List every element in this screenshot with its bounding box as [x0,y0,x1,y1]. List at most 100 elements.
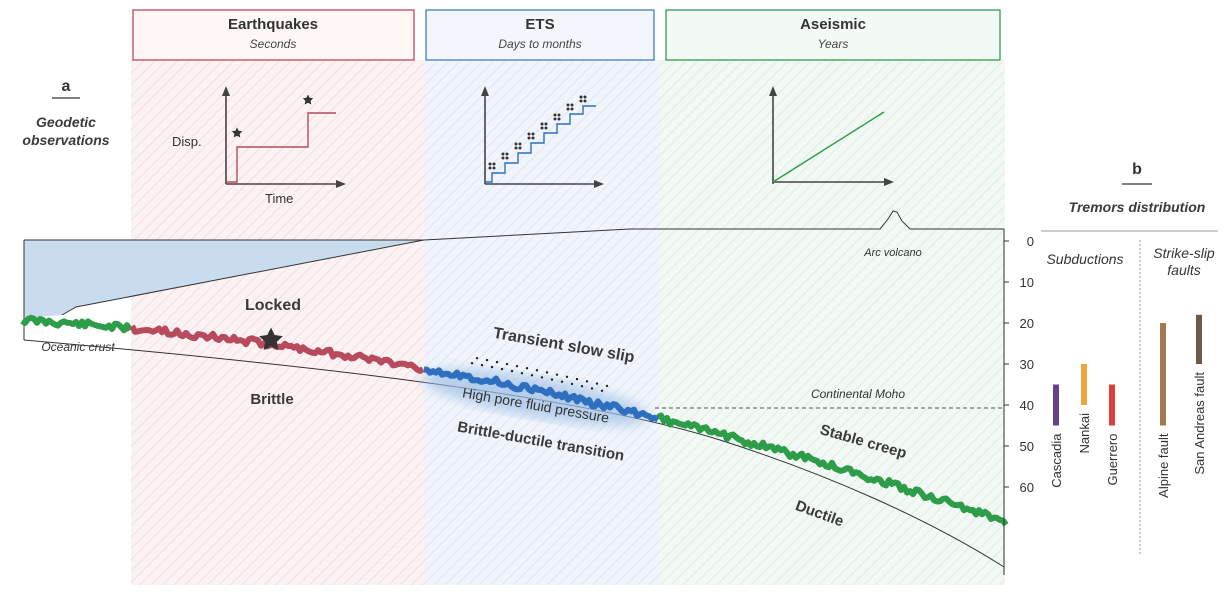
tremor-dot [550,378,554,381]
tremor-dot [505,156,509,160]
transient-slip-segment [423,366,660,423]
tremor-dot [595,382,599,385]
tremor-dot [555,373,559,376]
ets-column [424,60,660,585]
earthquake-star-icon [231,127,243,138]
tremor-dot [530,374,534,377]
panel-a-heading-line1: Geodetic [36,114,96,130]
earthquakes-title: Earthquakes [228,16,318,33]
tremor-dot [600,389,604,392]
tremor-dot [566,103,570,107]
tremor-dot [553,117,557,121]
panel-a-letter: a [62,78,71,95]
locked-earthquake-star-icon [259,327,283,351]
panel-b-letter: b [1132,161,1142,178]
tremor-bar-nankai [1081,364,1087,405]
tremor-dot [565,375,569,379]
tremor-dot [535,369,539,372]
tremor-bar-label: Cascadia [1049,433,1064,488]
tremor-dot [495,360,499,364]
tremor-dot [492,166,496,170]
tremor-dot [505,362,509,366]
mini-plot-ylabel: Disp. [172,134,202,149]
tremor-dot [488,162,492,166]
tremor-dot [605,384,609,388]
depth-tick-label: 60 [1020,480,1034,495]
creep-segment-shallow [20,314,133,334]
panel-b: b Tremors distribution Subductions Strik… [1041,161,1218,555]
tremor-dot [475,356,479,360]
tremor-dot [501,156,505,160]
tremor-dot [514,142,518,146]
tremor-dot [518,146,522,150]
depth-tick-label: 50 [1020,439,1034,454]
tremor-bar-label: Guerrero [1105,434,1120,486]
tremor-dot [544,126,548,130]
tremor-bar-label: Alpine fault [1156,433,1171,498]
ets-displacement-plot [481,86,604,188]
tremor-bar-guerrero [1109,384,1115,426]
aseismic-header-box [665,9,1001,61]
tremor-dot [545,371,549,374]
tremor-bar-cascadia [1053,384,1059,426]
tremor-dot [525,367,529,370]
tremor-dot [590,387,594,390]
earthquakes-header-box [132,9,415,61]
continental-moho-label: Continental Moho [811,387,905,401]
tremor-dot [527,136,531,140]
tremor-dot [557,113,561,117]
tremor-dot [570,103,574,107]
tremor-dot [557,117,561,121]
creep-segment-deep [656,412,1009,527]
tremor-dot [553,113,557,117]
tremor-dot [520,371,524,375]
tremor-dot [540,126,544,130]
panel-b-heading: Tremors distribution [1069,199,1206,215]
tremor-dot [485,358,489,362]
panel-a-label: a Geodetic observations [22,78,109,148]
regime-headers: Earthquakes Seconds ETS Days to months A… [132,9,1001,61]
regime-backgrounds [131,60,1005,585]
ocean-water [24,240,424,318]
tremor-bar-alpine-fault [1160,323,1166,426]
oceanic-crust-label: Oceanic crust [41,340,115,354]
mini-plot-xlabel: Time [265,191,293,206]
earthquakes-displacement-plot: Disp. Time [172,86,346,206]
tremor-dot [570,382,574,386]
strikeslip-group-label-2: faults [1167,262,1200,278]
tremor-bar-label: Nankai [1077,413,1092,454]
tremor-dot [580,385,584,388]
tremor-bar-san-andreas-fault [1196,314,1202,364]
ets-header-box [425,9,655,61]
depth-tick-label: 40 [1020,398,1034,413]
ets-title: ETS [525,16,554,33]
tremor-dot [514,146,518,150]
aseismic-subtitle: Years [818,37,849,51]
tremor-dot [579,95,583,99]
tremor-dot [515,364,519,368]
earthquake-star-icon [302,94,314,105]
tremor-dot [544,122,548,126]
locked-label: Locked [245,297,301,314]
tremor-dot [585,380,589,383]
tremor-dot [583,95,587,99]
aseismic-title: Aseismic [800,16,866,33]
tremor-dot [583,99,587,103]
aseismic-displacement-plot [769,86,894,186]
strikeslip-group-label-1: Strike-slip [1153,245,1215,261]
tremor-dot [531,136,535,140]
subductions-group-label: Subductions [1046,251,1123,267]
tremor-dot [488,166,492,170]
tremor-dot [510,369,514,373]
tremor-dot [480,363,484,367]
tremor-dot [492,162,496,166]
tremor-dot [575,377,579,381]
tremor-dot [531,132,535,136]
tremor-dot [470,361,474,365]
depth-tick-label: 30 [1020,357,1034,372]
depth-tick-label: 10 [1020,275,1034,290]
arc-volcano-label: Arc volcano [863,247,921,259]
